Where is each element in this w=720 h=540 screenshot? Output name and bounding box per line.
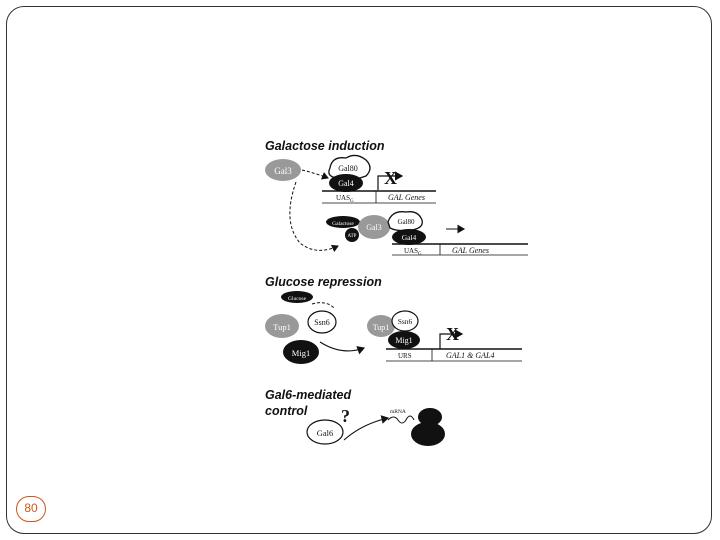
gal3-protein: Gal3 bbox=[265, 159, 301, 181]
slide-frame bbox=[6, 6, 712, 534]
glucose-repression-title: Glucose repression bbox=[265, 275, 382, 289]
gal6-control-title-line2: control bbox=[265, 404, 308, 418]
galactose-induction-title: Galactose induction bbox=[265, 139, 385, 153]
tup1-bound-protein: Tup1 bbox=[367, 315, 395, 337]
glucose-molecule: Glucose bbox=[281, 291, 313, 303]
svg-text:Mig1: Mig1 bbox=[395, 336, 412, 345]
galactose-molecule: Galactose bbox=[326, 216, 360, 228]
gal-genes-label: GAL Genes bbox=[388, 193, 425, 202]
repressed-x-mark: X bbox=[384, 168, 397, 188]
svg-text:Tup1: Tup1 bbox=[373, 323, 390, 332]
gal-genes-label: GAL Genes bbox=[452, 246, 489, 255]
gal4-protein: Gal4 bbox=[329, 174, 363, 192]
glucose-dashed-line bbox=[311, 302, 335, 309]
svg-text:Gal80: Gal80 bbox=[397, 218, 415, 226]
gal6-arrow bbox=[343, 415, 390, 441]
svg-text:Gal80: Gal80 bbox=[338, 164, 358, 173]
svg-text:Mig1: Mig1 bbox=[292, 348, 310, 358]
svg-text:Ssn6: Ssn6 bbox=[314, 318, 330, 327]
svg-text:ATP: ATP bbox=[348, 234, 357, 239]
urs-label: URS bbox=[398, 352, 412, 360]
mrna-label: mRNA bbox=[390, 409, 406, 415]
svg-text:Gal3: Gal3 bbox=[274, 166, 292, 176]
svg-text:Gal4: Gal4 bbox=[402, 233, 417, 242]
transcription-arrow-blocked bbox=[439, 329, 464, 349]
svg-text:Gal4: Gal4 bbox=[338, 179, 354, 188]
mrna-strand bbox=[387, 415, 415, 424]
uas-g-label: UASG bbox=[404, 247, 422, 257]
svg-text:Galactose: Galactose bbox=[332, 221, 354, 227]
complex-assembly-arrow bbox=[319, 341, 366, 355]
ribosome-icon bbox=[411, 408, 445, 446]
mig1-protein: Mig1 bbox=[283, 340, 319, 364]
ssn6-bound-protein: Ssn6 bbox=[391, 310, 419, 332]
gal6-control-title-line1: Gal6-mediated bbox=[265, 388, 352, 402]
transcription-arrow-blocked bbox=[377, 171, 404, 190]
galactose-loop-arrow bbox=[289, 181, 339, 253]
uas-g-label: UASG bbox=[336, 194, 354, 204]
gal3-dashed-arrow bbox=[301, 169, 329, 180]
gal1-gal4-label: GAL1 & GAL4 bbox=[446, 351, 494, 360]
page-number: 80 bbox=[16, 496, 46, 522]
svg-text:Glucose: Glucose bbox=[288, 296, 307, 302]
gal4-active-protein: Gal4 bbox=[392, 229, 426, 245]
svg-text:Tup1: Tup1 bbox=[273, 322, 291, 332]
ssn6-protein: Ssn6 bbox=[307, 310, 337, 334]
gal6-protein: Gal6 bbox=[306, 419, 344, 445]
tup1-protein: Tup1 bbox=[265, 314, 299, 338]
svg-text:Gal6: Gal6 bbox=[317, 428, 334, 438]
atp-molecule: ATP bbox=[345, 228, 359, 242]
gal3-activated-protein: Gal3 bbox=[358, 215, 390, 239]
question-mark: ? bbox=[341, 406, 350, 426]
svg-text:Gal3: Gal3 bbox=[366, 223, 382, 232]
svg-text:Ssn6: Ssn6 bbox=[398, 317, 413, 326]
gal80-bound-protein: Gal80 bbox=[387, 211, 423, 232]
mig1-bound-protein: Mig1 bbox=[388, 331, 420, 349]
